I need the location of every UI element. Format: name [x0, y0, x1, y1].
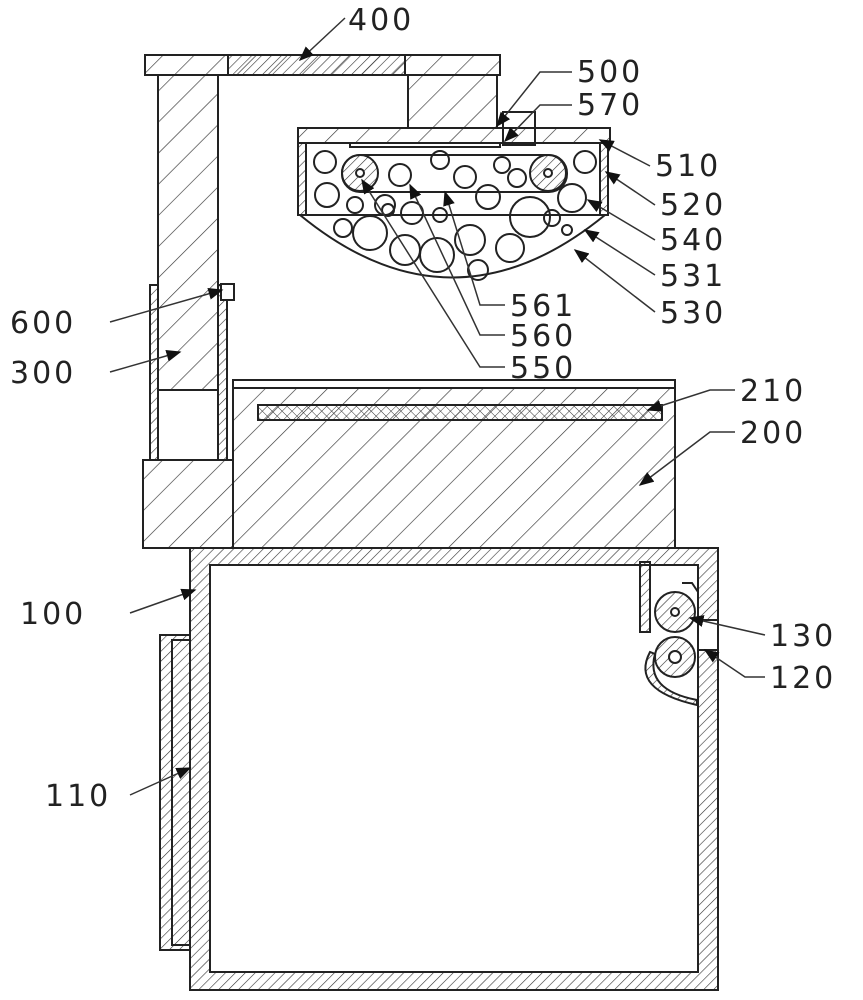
bubble [544, 210, 560, 226]
column-300 [150, 75, 234, 460]
label-560: 560 [510, 319, 576, 354]
tray-200 [233, 380, 675, 548]
label-550: 550 [510, 351, 576, 386]
bubble [390, 235, 420, 265]
bubble [347, 197, 363, 213]
box-100 [160, 548, 718, 990]
bubble [508, 169, 526, 187]
label-120: 120 [770, 661, 836, 696]
label-510: 510 [655, 149, 721, 184]
base-block [143, 460, 233, 548]
bubble [389, 164, 411, 186]
label-600: 600 [10, 306, 76, 341]
bubble [574, 151, 596, 173]
top-plate-400 [145, 55, 500, 75]
bubble [562, 225, 572, 235]
bubble [558, 184, 586, 212]
label-540: 540 [660, 223, 726, 258]
label-100: 100 [20, 597, 86, 632]
label-210: 210 [740, 374, 806, 409]
label-500: 500 [577, 55, 643, 90]
sensor-600 [221, 284, 234, 300]
bubble [314, 151, 336, 173]
bubble [334, 219, 352, 237]
bubble [315, 183, 339, 207]
label-400: 400 [348, 3, 414, 38]
label-570: 570 [577, 88, 643, 123]
label-110: 110 [45, 779, 111, 814]
filter-210 [258, 405, 662, 420]
device-500 [298, 112, 610, 280]
bubble [476, 185, 500, 209]
label-130: 130 [770, 619, 836, 654]
bubble [454, 166, 476, 188]
bubble [431, 151, 449, 169]
label-530: 530 [660, 296, 726, 331]
label-300: 300 [10, 356, 76, 391]
label-200: 200 [740, 416, 806, 451]
bubble [353, 216, 387, 250]
label-531: 531 [660, 259, 726, 294]
bubble [494, 157, 510, 173]
connector-block [408, 75, 497, 128]
bubble [496, 234, 524, 262]
door-110 [160, 635, 190, 950]
label-520: 520 [660, 188, 726, 223]
